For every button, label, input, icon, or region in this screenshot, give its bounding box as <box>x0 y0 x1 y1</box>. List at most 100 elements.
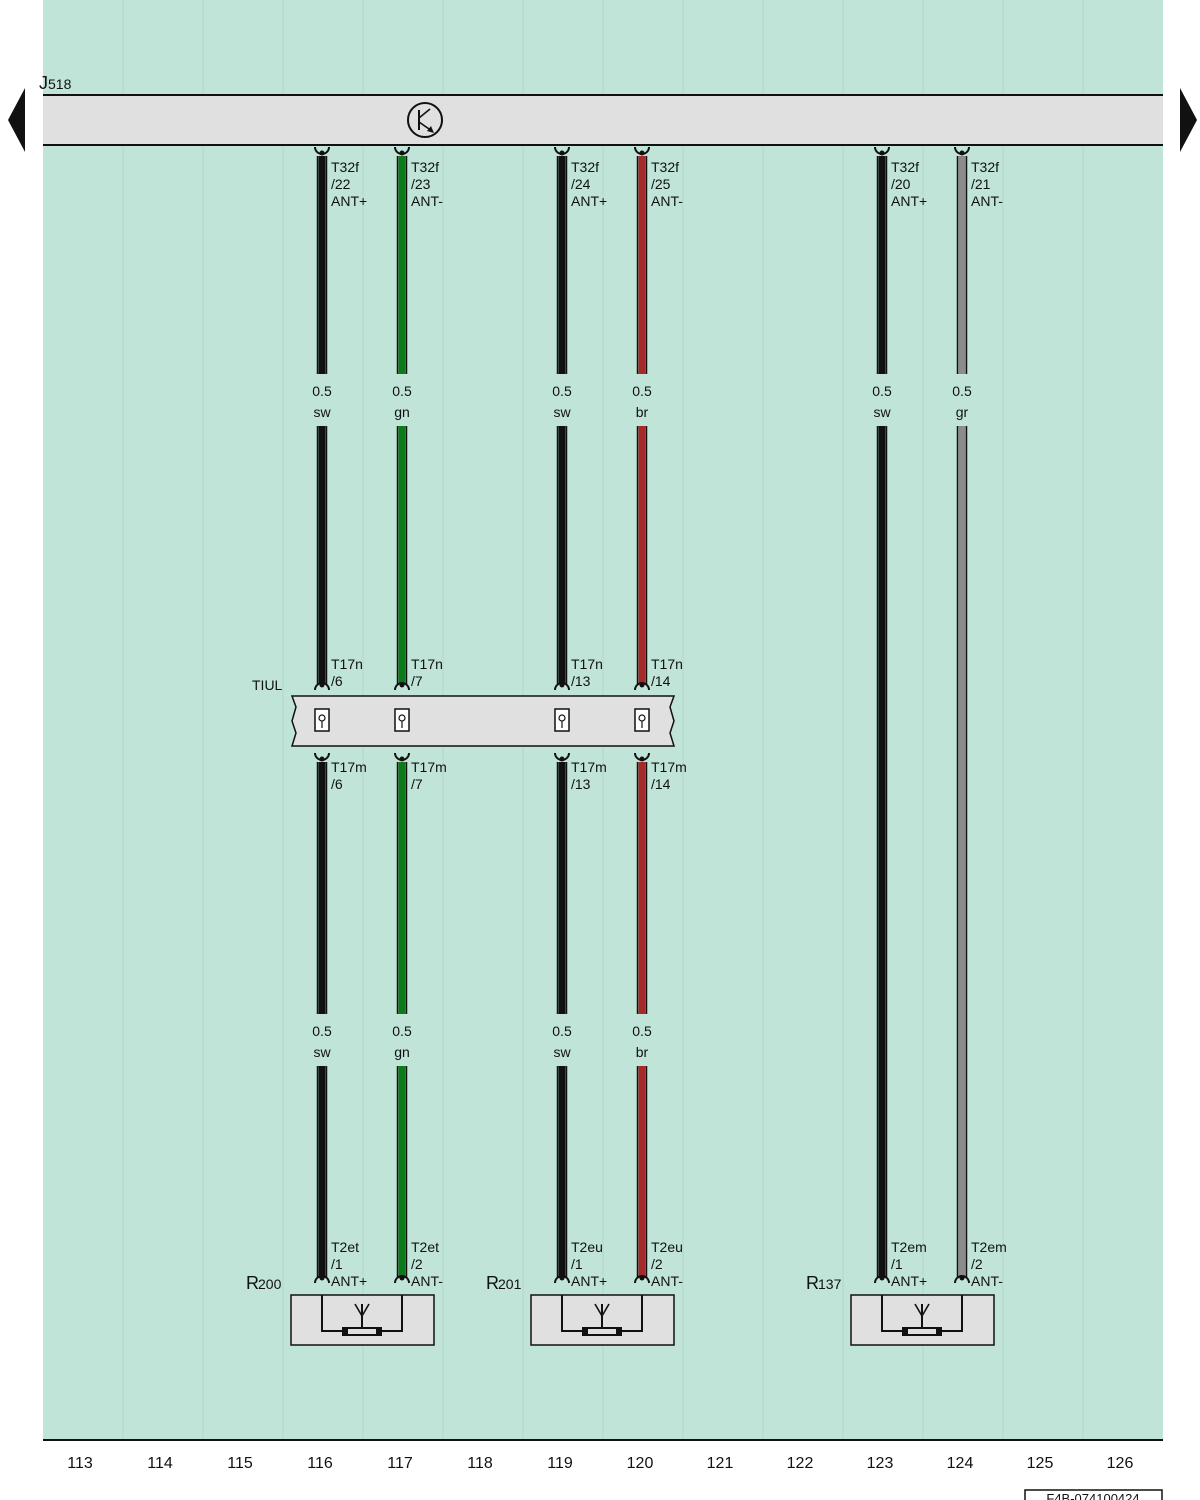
junction-out-connector-pin: /14 <box>651 776 671 792</box>
grid-lines <box>122 0 1084 1440</box>
bottom-connector-pin: /1 <box>571 1256 583 1272</box>
grid-number: 114 <box>147 1455 173 1472</box>
wire-core <box>318 426 326 684</box>
grid-number: 125 <box>1027 1455 1054 1472</box>
bottom-connector-pin: /2 <box>651 1256 663 1272</box>
grid-number: 119 <box>547 1455 573 1472</box>
top-connector-name: T32f <box>971 159 999 175</box>
wire-size-label: 0.5 <box>632 1023 652 1039</box>
top-connector-signal: ANT- <box>411 193 443 209</box>
wire-core <box>318 1066 326 1278</box>
wire-core <box>398 762 406 1014</box>
connector-pin-icon <box>394 146 410 156</box>
wire-core <box>398 426 406 684</box>
antenna-number: 201 <box>498 1276 522 1292</box>
junction-out-connector-pin: /6 <box>331 776 343 792</box>
junction-pin-box <box>554 708 570 732</box>
grid-number: 121 <box>707 1455 734 1472</box>
bottom-connector-pin: /2 <box>971 1256 983 1272</box>
grid-number: 116 <box>307 1455 333 1472</box>
connector-pin-icon <box>874 1275 890 1284</box>
wire-color-code: gr <box>956 404 969 420</box>
top-connector-pin: /24 <box>571 176 591 192</box>
wire-color-code: sw <box>553 1044 571 1060</box>
junction-pin-box <box>634 708 650 732</box>
junction-out-connector-name: T17m <box>411 759 447 775</box>
grid-number: 113 <box>67 1455 93 1472</box>
wire-size-label: 0.5 <box>552 1023 572 1039</box>
top-connector-signal: ANT+ <box>331 193 367 209</box>
wire-core <box>558 1066 566 1278</box>
footer-code-box <box>1024 1489 1163 1500</box>
wire-core <box>878 426 886 1278</box>
junction-in-connector-name: T17n <box>411 656 443 672</box>
wire-core <box>318 762 326 1014</box>
wire-core <box>318 156 326 374</box>
wire-core <box>558 156 566 374</box>
grid-number: 120 <box>627 1455 654 1472</box>
wire-size-label: 0.5 <box>312 1023 332 1039</box>
wire-size-label: 0.5 <box>312 383 332 399</box>
next-page-arrow-icon[interactable] <box>1180 88 1197 152</box>
connector-pin-icon <box>314 146 330 156</box>
wire-core <box>878 156 886 374</box>
bottom-connector-name: T2eu <box>651 1239 683 1255</box>
wire-core <box>638 426 646 684</box>
bottom-connector-pin: /1 <box>891 1256 903 1272</box>
antenna-name: R <box>246 1273 259 1293</box>
wire-color-code: sw <box>873 404 891 420</box>
previous-page-arrow-icon[interactable] <box>8 88 25 152</box>
antenna-icon <box>582 1303 622 1336</box>
connector-pin-icon <box>954 1275 970 1284</box>
junction-out-connector-pin: /7 <box>411 776 423 792</box>
connector-pin-icon <box>314 682 330 691</box>
wire-color-code: br <box>636 404 649 420</box>
wire-color-code: sw <box>313 1044 331 1060</box>
grid-number: 122 <box>787 1455 814 1472</box>
transistor-icon <box>407 102 443 138</box>
antenna-name: R <box>806 1273 819 1293</box>
junction-out-connector-name: T17m <box>571 759 607 775</box>
bottom-connector-signal: ANT- <box>651 1273 683 1289</box>
wire-size-label: 0.5 <box>392 1023 412 1039</box>
top-connector-signal: ANT+ <box>891 193 927 209</box>
top-connector-name: T32f <box>411 159 439 175</box>
bottom-connector-pin: /2 <box>411 1256 423 1272</box>
bottom-connector-signal: ANT+ <box>891 1273 927 1289</box>
grid-number: 124 <box>947 1455 974 1472</box>
connector-pin-icon <box>554 682 570 691</box>
wire-size-label: 0.5 <box>632 383 652 399</box>
wire-core <box>398 1066 406 1278</box>
connector-pin-icon <box>874 146 890 156</box>
junction-pin-box <box>314 708 330 732</box>
top-connector-pin: /20 <box>891 176 911 192</box>
antenna-icon <box>902 1303 942 1336</box>
top-connector-pin: /21 <box>971 176 991 192</box>
connector-pin-icon <box>634 752 650 762</box>
wire-core <box>558 426 566 684</box>
connector-pin-icon <box>314 1275 330 1284</box>
top-connector-pin: /23 <box>411 176 431 192</box>
control-unit-bar <box>43 95 1163 145</box>
wire-core <box>398 156 406 374</box>
junction-out-connector-name: T17m <box>651 759 687 775</box>
top-connector-name: T32f <box>571 159 599 175</box>
connector-pin-icon <box>394 682 410 691</box>
antenna-name: R <box>486 1273 499 1293</box>
wire-size-label: 0.5 <box>872 383 892 399</box>
grid-number: 115 <box>227 1455 253 1472</box>
antenna-number: 137 <box>818 1276 842 1292</box>
wire-layer: T32f/22ANT+0.5swT17n/6T17m/60.5swT2et/1A… <box>312 146 1007 1289</box>
bottom-connector-pin: /1 <box>331 1256 343 1272</box>
bottom-connector-name: T2et <box>331 1239 359 1255</box>
junction-in-connector-pin: /14 <box>651 673 671 689</box>
wire-w1: T32f/22ANT+0.5swT17n/6T17m/60.5swT2et/1A… <box>312 146 367 1289</box>
antenna-icon <box>342 1303 382 1336</box>
top-connector-name: T32f <box>651 159 679 175</box>
top-connector-signal: ANT- <box>651 193 683 209</box>
footer-code: F4B-074100424 <box>1046 1491 1139 1500</box>
wire-size-label: 0.5 <box>392 383 412 399</box>
